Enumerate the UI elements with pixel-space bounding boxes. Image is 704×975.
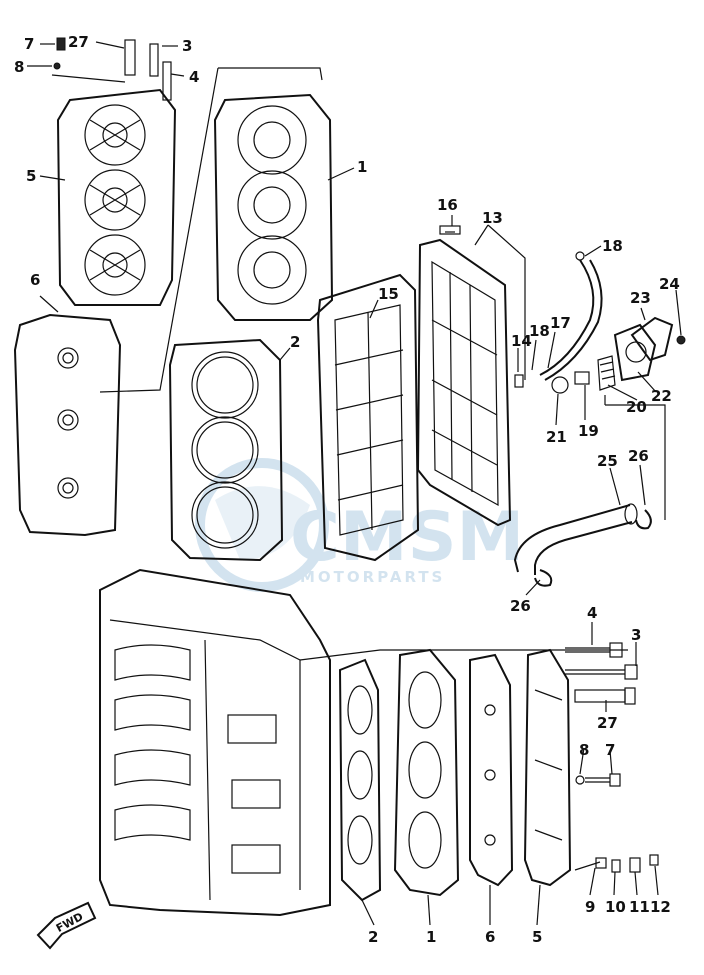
hose-25 [513,503,652,587]
exhaust-cover-13 [416,225,512,527]
watermark-sub: MOTORPARTS [300,568,445,586]
callout-26-left: 26 [510,597,531,615]
callout-19: 19 [578,422,599,440]
cylinder-block [99,568,628,917]
callout-7-bottom: 7 [605,741,615,759]
callout-25: 25 [597,452,618,470]
callout-8-bottom: 8 [579,741,589,759]
gasket-6 [13,313,122,537]
callout-5-bottom: 5 [532,928,542,946]
callout-18-mid: 18 [529,322,550,340]
callout-27-top: 27 [68,33,89,51]
callout-16: 16 [437,196,458,214]
cylinder-head-top [99,67,334,393]
callout-21: 21 [546,428,567,446]
leader-lines [27,41,682,926]
callout-4-top: 4 [189,68,199,86]
callout-18-top: 18 [602,237,623,255]
cylinder-head-bottom [393,648,460,897]
callout-1-bottom: 1 [426,928,436,946]
cylinder-head-cover-top [56,88,177,306]
callout-15: 15 [378,285,399,303]
gasket-bottom [469,653,514,887]
callout-8-top: 8 [14,58,24,76]
callout-20: 20 [626,398,647,416]
fwd-arrow: FWD [36,901,97,950]
callout-17: 17 [550,314,571,332]
callout-22: 22 [651,387,672,405]
callout-26-right: 26 [628,447,649,465]
callout-11: 11 [629,898,650,916]
thermostat-parts [514,251,686,520]
callout-4-bottom: 4 [587,604,597,622]
watermark: CMSM MOTORPARTS [195,458,524,592]
callout-14: 14 [511,332,532,350]
callout-6-bottom: 6 [485,928,495,946]
callout-2-top: 2 [290,333,300,351]
callout-24: 24 [659,275,680,293]
callout-13: 13 [482,209,503,227]
callout-27-bottom: 27 [597,714,618,732]
callout-23: 23 [630,289,651,307]
callout-1-top: 1 [357,158,367,176]
bolts-top-left [51,37,172,101]
callout-6-top: 6 [30,271,40,289]
exhaust-gasket-15 [316,273,420,562]
callout-10: 10 [605,898,626,916]
bolts-right [565,642,659,873]
head-gasket-top [168,338,284,562]
callout-9: 9 [585,898,595,916]
head-cover-bottom [523,648,572,887]
callout-7-top: 7 [24,35,34,53]
callout-labels: 7 27 3 8 4 5 1 6 2 16 13 15 18 14 18 17 … [14,33,680,946]
callout-12: 12 [650,898,671,916]
callout-3-top: 3 [182,37,192,55]
head-gasket-bottom [338,658,382,902]
callout-3-bottom: 3 [631,626,641,644]
callout-2-bottom: 2 [368,928,378,946]
callout-5-top: 5 [26,167,36,185]
